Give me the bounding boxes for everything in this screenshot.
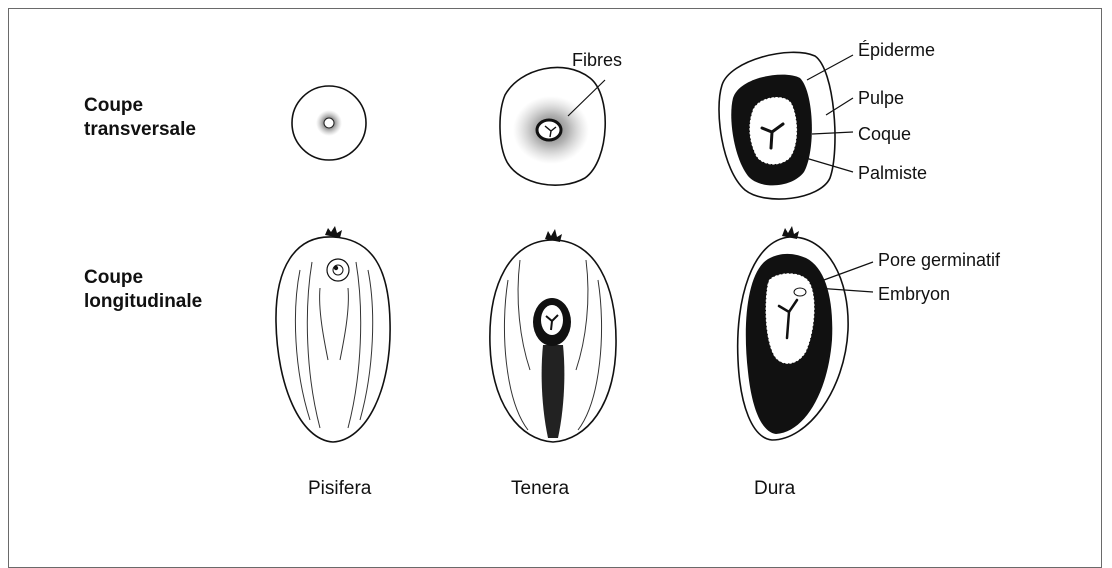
pisifera-transverse-section: [292, 86, 366, 160]
dura-longitudinal-section: [738, 226, 848, 440]
tenera-longitudinal-section: [490, 229, 616, 442]
fruit-sections-drawing: [0, 0, 1112, 513]
pisifera-longitudinal-section: [276, 226, 390, 442]
tenera-transverse-section: [500, 67, 605, 185]
